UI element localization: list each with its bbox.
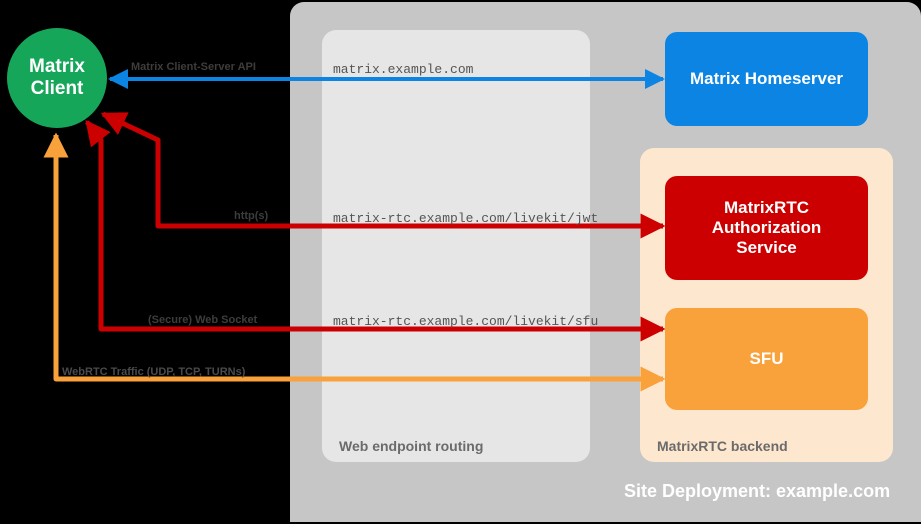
auth-label-line2: Authorization xyxy=(711,217,822,237)
node-matrixrtc-authorization-service[interactable]: MatrixRTC Authorization Service xyxy=(665,176,868,280)
caption-site-deployment: Site Deployment: example.com xyxy=(624,481,891,501)
auth-label-line3: Service xyxy=(736,238,797,258)
node-matrix-homeserver[interactable]: Matrix Homeserver xyxy=(665,32,868,126)
url-matrix-example-com: matrix.example.com xyxy=(333,62,474,77)
matrix-client-label-line2: Client xyxy=(30,78,84,99)
sfu-label: SFU xyxy=(749,348,784,368)
caption-web-endpoint-routing: Web endpoint routing xyxy=(339,438,484,454)
url-livekit-jwt: matrix-rtc.example.com/livekit/jwt xyxy=(333,211,599,226)
edge-label-https: http(s) xyxy=(234,210,269,222)
matrix-homeserver-label: Matrix Homeserver xyxy=(689,68,844,88)
edge-label-websocket: (Secure) Web Socket xyxy=(148,314,258,326)
caption-matrixrtc-backend: MatrixRTC backend xyxy=(657,438,788,454)
web-endpoint-routing-container xyxy=(322,30,590,462)
node-sfu[interactable]: SFU xyxy=(665,308,868,410)
url-livekit-sfu: matrix-rtc.example.com/livekit/sfu xyxy=(333,314,599,329)
edge-label-webrtc: WebRTC Traffic (UDP, TCP, TURNs) xyxy=(62,366,246,378)
auth-label-line1: MatrixRTC xyxy=(723,197,809,217)
matrix-client-label-line1: Matrix xyxy=(29,55,85,77)
node-matrix-client[interactable]: Matrix Client xyxy=(7,28,107,128)
edge-label-client-server-api: Matrix Client-Server API xyxy=(131,61,256,73)
